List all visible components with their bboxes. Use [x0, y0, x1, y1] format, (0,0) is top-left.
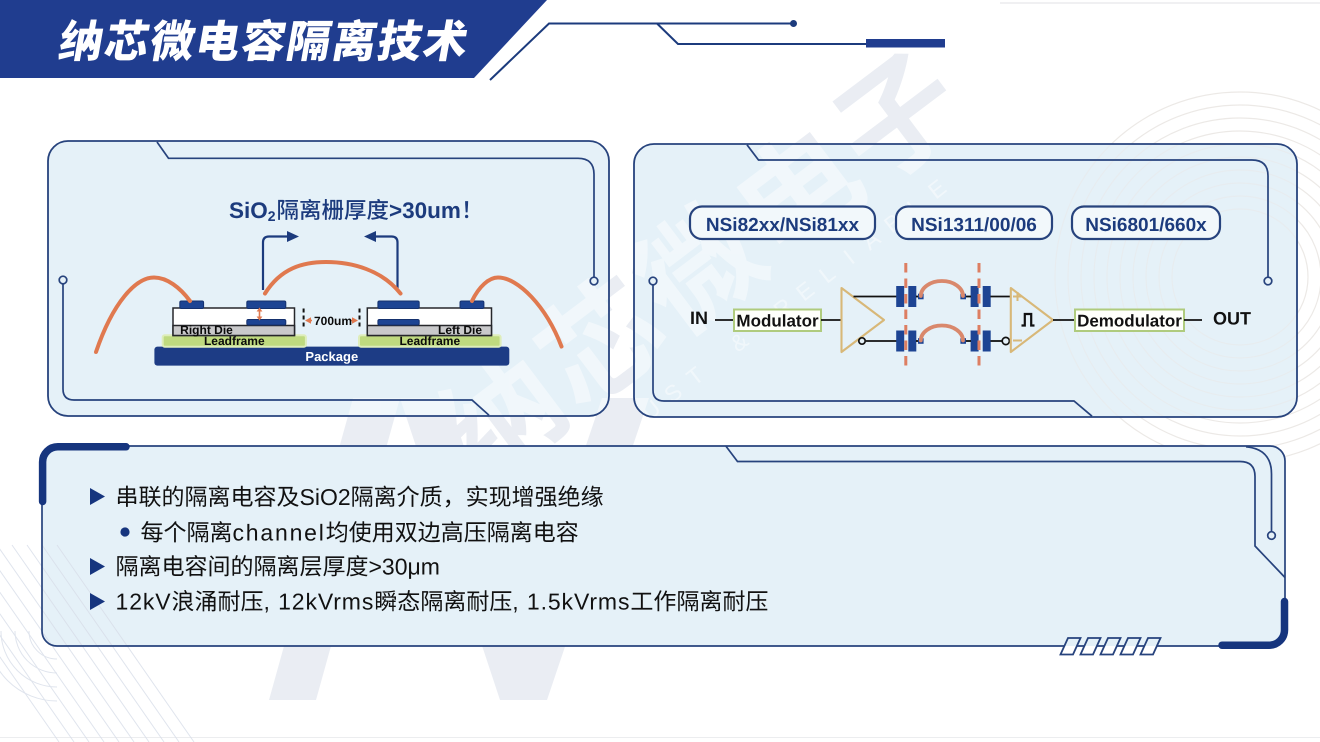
svg-text:Leadframe: Leadframe	[204, 334, 265, 348]
svg-text:2: 2	[268, 208, 276, 224]
svg-text:SiO2: SiO2	[300, 484, 351, 510]
svg-text:>30um: >30um	[389, 198, 461, 223]
svg-text:Right Die: Right Die	[180, 323, 233, 337]
svg-text:OUT: OUT	[1213, 309, 1251, 329]
svg-text:>30μm: >30μm	[369, 554, 440, 580]
svg-text:NSi82xx/NSi81xx: NSi82xx/NSi81xx	[706, 215, 860, 236]
svg-text:NSi6801/660x: NSi6801/660x	[1085, 215, 1207, 236]
svg-text:IN: IN	[690, 308, 708, 328]
svg-text:700um: 700um	[314, 314, 352, 328]
svg-text:SiO: SiO	[229, 198, 268, 223]
svg-text:NSi1311/00/06: NSi1311/00/06	[911, 215, 1037, 236]
svg-text:Modulator: Modulator	[736, 312, 819, 331]
svg-text:12kV: 12kV	[116, 589, 172, 615]
svg-text:Package: Package	[305, 349, 358, 364]
svg-text:, 12kVrms: , 12kVrms	[264, 589, 375, 615]
svg-text:, 1.5kVrms: , 1.5kVrms	[512, 589, 630, 615]
svg-text:Left Die: Left Die	[438, 323, 482, 337]
svg-text:Leadframe: Leadframe	[399, 334, 460, 348]
svg-text:Demodulator: Demodulator	[1077, 312, 1182, 331]
svg-text:channel: channel	[233, 520, 326, 546]
